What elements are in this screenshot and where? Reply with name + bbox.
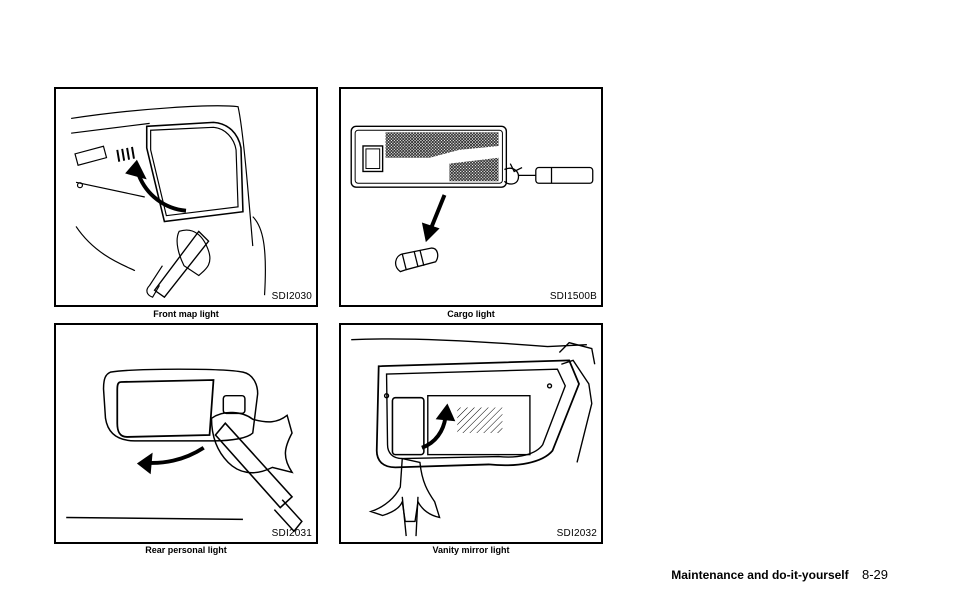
figure-rear-personal-light: SDI2031: [54, 323, 318, 544]
figure-code: SDI1500B: [549, 291, 597, 302]
figure-caption: Rear personal light: [145, 545, 227, 555]
cargo-light-illustration: [350, 125, 594, 273]
figure-caption: Cargo light: [447, 309, 495, 319]
figure-cargo-light: SDI1500B: [339, 87, 603, 307]
figure-caption: Vanity mirror light: [432, 545, 510, 555]
front-map-light-illustration: [71, 105, 266, 299]
figure-caption: Front map light: [153, 309, 219, 319]
rear-personal-light-illustration: [66, 368, 303, 533]
figure-front-map-light: SDI2030: [54, 87, 318, 307]
page-number: 8-29: [861, 567, 888, 582]
footer-section-title: Maintenance and do-it-yourself: [671, 568, 849, 582]
figure-code: SDI2031: [271, 528, 312, 539]
figure-code: SDI2030: [271, 291, 312, 302]
page-footer: Maintenance and do-it-yourself 8-29: [671, 567, 888, 582]
figure-vanity-mirror-light: SDI2032: [339, 323, 603, 544]
vanity-mirror-light-illustration: [351, 338, 596, 537]
figure-code: SDI2032: [556, 528, 597, 539]
